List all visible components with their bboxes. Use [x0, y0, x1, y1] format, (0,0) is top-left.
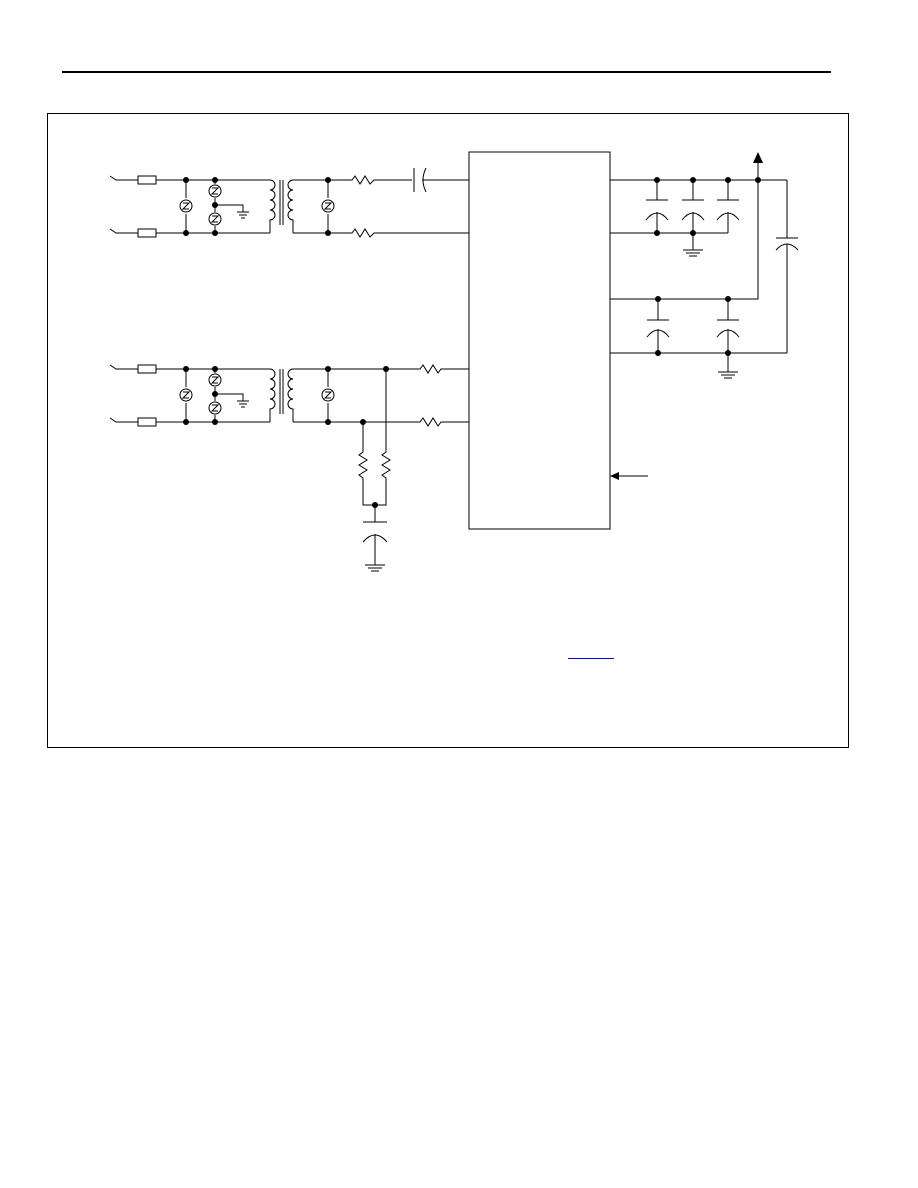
decoupling-network-bottom	[610, 180, 787, 379]
reference-link[interactable]	[568, 641, 614, 659]
channel-2-transformer	[269, 368, 418, 423]
decoupling-network-top	[610, 162, 799, 353]
reference-link-underline	[568, 658, 614, 659]
channel-1-transformer	[269, 179, 350, 234]
junction-dots	[183, 177, 761, 508]
control-arrowhead	[610, 472, 619, 480]
header-rule	[62, 71, 831, 73]
ic-block	[468, 151, 611, 530]
channel-1-series-parts	[350, 167, 469, 238]
figure-frame	[47, 113, 849, 748]
channel-1-input	[109, 175, 270, 238]
channel-2-input	[109, 364, 270, 427]
supply-arrowhead	[753, 152, 763, 163]
bias-network	[358, 369, 391, 572]
channel-2-series-parts	[418, 364, 469, 427]
